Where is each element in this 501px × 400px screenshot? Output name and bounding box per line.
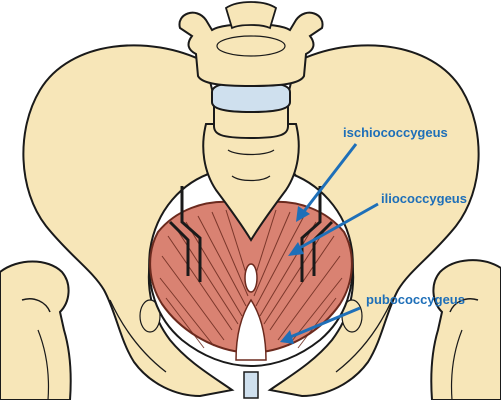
left-femur bbox=[0, 262, 71, 400]
label-pubococcygeus: pubococcygeus bbox=[366, 292, 465, 307]
label-ischiococcygeus: ischiococcygeus bbox=[343, 125, 448, 140]
urethral-opening bbox=[245, 264, 257, 292]
label-iliococcygeus: iliococcygeus bbox=[381, 191, 467, 206]
pubic-symphysis bbox=[244, 372, 258, 398]
lumbar-vertebra-upper bbox=[179, 2, 322, 86]
right-femur bbox=[431, 260, 501, 400]
